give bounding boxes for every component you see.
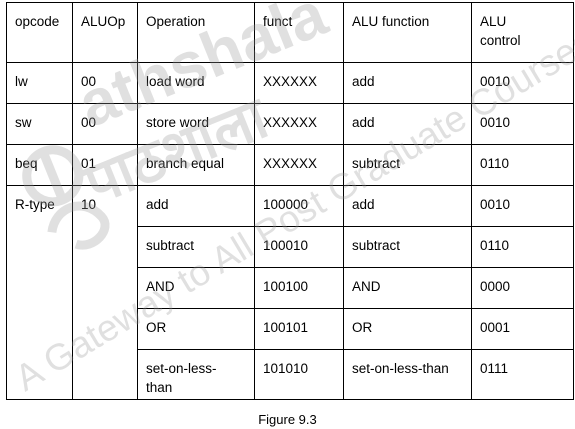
- header-cell-alu-function: ALU function: [343, 2, 472, 63]
- header-cell-alu-control: ALU control: [471, 2, 574, 63]
- cell-funct: XXXXXX: [254, 62, 344, 104]
- cell-operation: branch equal: [137, 144, 255, 186]
- cell-aluop: 00: [72, 62, 138, 104]
- cell-aluop: 01: [72, 144, 138, 186]
- cell-alu-function: subtract: [343, 144, 472, 186]
- cell-operation: load word: [137, 62, 255, 104]
- header-cell-operation: Operation: [137, 2, 255, 63]
- cell-alu-control: 0110: [471, 226, 574, 268]
- cell-alu-function: OR: [343, 308, 472, 350]
- cell-funct: XXXXXX: [254, 103, 344, 145]
- cell-opcode: beq: [6, 144, 73, 186]
- cell-alu-control: 0001: [471, 308, 574, 350]
- cell-alu-control: 0010: [471, 103, 574, 145]
- alu-control-table: opcode ALUOp Operation funct ALU functio…: [6, 2, 574, 400]
- table-row-rtype-or: OR 100101 OR 0001: [7, 308, 574, 350]
- cell-alu-function: subtract: [343, 226, 472, 268]
- cell-alu-control: 0111: [471, 349, 574, 400]
- cell-aluop: 00: [72, 103, 138, 145]
- cell-funct: XXXXXX: [254, 144, 344, 186]
- cell-alu-control: 0010: [471, 62, 574, 104]
- table-header-row: opcode ALUOp Operation funct ALU functio…: [6, 2, 574, 63]
- table-row-beq: beq 01 branch equal XXXXXX subtract 0110: [6, 144, 574, 186]
- cell-funct: 101010: [254, 349, 344, 400]
- cell-alu-function: set-on-less-than: [343, 349, 472, 400]
- cell-operation: subtract: [137, 226, 255, 268]
- cell-operation: add: [137, 185, 255, 227]
- cell-operation: store word: [137, 103, 255, 145]
- cell-alu-function: add: [343, 62, 472, 104]
- cell-alu-function: add: [343, 103, 472, 145]
- table-row-sw: sw 00 store word XXXXXX add 0010: [6, 103, 574, 145]
- cell-aluop-rtype: 10: [72, 185, 138, 400]
- table-row-rtype-add: R-type 10 add 100000 add 0010: [6, 185, 574, 400]
- table-row-lw: lw 00 load word XXXXXX add 0010: [6, 62, 574, 104]
- cell-operation: set-on-less- than: [137, 349, 255, 400]
- cell-alu-control: 0110: [471, 144, 574, 186]
- cell-alu-control: 0010: [471, 185, 574, 227]
- cell-opcode: lw: [6, 62, 73, 104]
- cell-alu-function: add: [343, 185, 472, 227]
- header-cell-funct: funct: [254, 2, 344, 63]
- table-row-rtype-and: AND 100100 AND 0000: [7, 267, 574, 309]
- cell-alu-control: 0000: [471, 267, 574, 309]
- cell-alu-function: AND: [343, 267, 472, 309]
- cell-opcode: sw: [6, 103, 73, 145]
- cell-funct: 100010: [254, 226, 344, 268]
- figure-caption: Figure 9.3: [258, 412, 317, 427]
- cell-opcode-rtype: R-type: [6, 185, 73, 400]
- table-row-rtype-subtract: subtract 100010 subtract 0110: [7, 226, 574, 268]
- table-row-rtype-slt: set-on-less- than 101010 set-on-less-tha…: [7, 349, 574, 400]
- cell-funct: 100101: [254, 308, 344, 350]
- header-cell-aluop: ALUOp: [72, 2, 138, 63]
- cell-operation: AND: [137, 267, 255, 309]
- cell-funct: 100100: [254, 267, 344, 309]
- header-cell-opcode: opcode: [6, 2, 73, 63]
- cell-operation: OR: [137, 308, 255, 350]
- cell-funct: 100000: [254, 185, 344, 227]
